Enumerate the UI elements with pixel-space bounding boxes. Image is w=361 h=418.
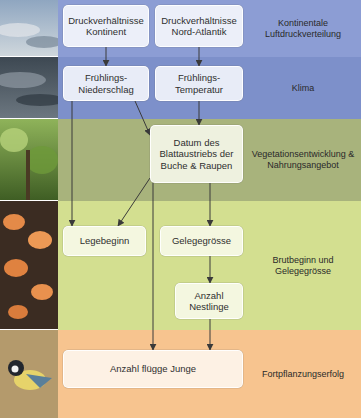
process-box: Datum des Blattaustriebs der Buche & Rau… xyxy=(150,125,243,183)
band-label-holder: Klima xyxy=(248,83,358,94)
bird-cheek xyxy=(12,366,19,373)
tree-trunk xyxy=(26,150,30,200)
process-box: Anzahl Nestlinge xyxy=(175,283,243,319)
box-text-group: Frühlings-Temperatur xyxy=(159,72,239,95)
forest-photo xyxy=(0,119,58,200)
nestling-beak xyxy=(4,259,28,277)
box-label: Frühlings-Temperatur xyxy=(159,72,239,95)
box-text-group: Frühlings-Niederschlag xyxy=(67,72,145,95)
box-text-group: Legebeginn xyxy=(67,235,142,246)
process-box: Frühlings-Temperatur xyxy=(155,66,243,101)
category-band: Kontinentale Luftdruckverteilung Druckver… xyxy=(58,0,361,57)
box-label: Druckverhältnisse Kontinent xyxy=(67,15,145,38)
process-box: Druckverhältnisse Kontinent xyxy=(63,5,149,47)
box-label: Anzahl flügge Junge xyxy=(67,363,239,374)
process-box: Frühlings-Niederschlag xyxy=(63,66,149,101)
box-label: Druckverhältnisse Nord-Atlantik xyxy=(159,15,239,38)
band-label: Brutbeginn und Gelegegrösse xyxy=(248,255,358,277)
nestling-beak xyxy=(31,284,53,300)
photo-column xyxy=(0,0,58,418)
bird-photo xyxy=(0,330,58,418)
cloud xyxy=(0,72,46,88)
box-text-group: Anzahl flügge Junge xyxy=(67,363,239,374)
flow-arrow xyxy=(210,319,211,350)
photo-separator xyxy=(0,329,58,330)
box-text-group: Druckverhältnisse Nord-Atlantik xyxy=(159,15,239,38)
flow-arrow xyxy=(199,101,200,125)
flow-arrow xyxy=(199,47,200,66)
box-label: Frühlings-Niederschlag xyxy=(67,72,145,95)
flow-arrow xyxy=(153,183,154,350)
box-label: Anzahl Nestlinge xyxy=(179,290,239,313)
foliage xyxy=(0,128,28,152)
box-label: Legebeginn xyxy=(67,235,142,246)
process-box: Anzahl flügge Junge xyxy=(63,350,243,388)
category-band: Klima Frühlings-Niederschlag Frühlings-Tem… xyxy=(58,57,361,119)
flow-arrow xyxy=(210,256,211,283)
cloud xyxy=(0,23,40,37)
box-label: Gelegegrösse xyxy=(164,235,239,246)
flow-arrow xyxy=(106,47,107,66)
process-box: Druckverhältnisse Nord-Atlantik xyxy=(155,5,243,47)
nest-photo xyxy=(0,201,58,329)
cloud xyxy=(16,94,58,106)
nestling-beak xyxy=(3,214,25,230)
band-label-holder: Kontinentale Luftdruckverteilung xyxy=(248,18,358,40)
band-label: Vegetationsentwicklung & Nahrungsangebot xyxy=(248,149,358,171)
box-text-group: Gelegegrösse xyxy=(164,235,239,246)
process-box: Gelegegrösse xyxy=(160,226,243,256)
box-text-group: Anzahl Nestlinge xyxy=(179,290,239,313)
flow-arrow xyxy=(72,101,73,226)
band-label: Kontinentale Luftdruckverteilung xyxy=(248,18,358,40)
cloud xyxy=(26,36,58,48)
process-box: Legebeginn xyxy=(63,226,146,256)
box-text-group: Druckverhältnisse Kontinent xyxy=(67,15,145,38)
band-label: Klima xyxy=(248,83,358,94)
nestling-beak xyxy=(28,231,52,249)
band-label: Fortpflanzungserfolg xyxy=(248,369,358,380)
foliage xyxy=(26,146,58,174)
photo-separator xyxy=(0,118,58,119)
band-label-holder: Vegetationsentwicklung & Nahrungsangebot xyxy=(248,149,358,171)
box-label: Datum des Blattaustriebs der Buche & Rau… xyxy=(154,137,239,171)
photo-separator xyxy=(0,200,58,201)
bird-head xyxy=(8,360,24,376)
bird-wing xyxy=(26,374,52,388)
nestling-beak xyxy=(8,305,28,319)
box-text-group: Datum des Blattaustriebs der Buche & Rau… xyxy=(154,137,239,171)
band-label-holder: Brutbeginn und Gelegegrösse xyxy=(248,255,358,277)
band-label-holder: Fortpflanzungserfolg xyxy=(248,369,358,380)
photo-separator xyxy=(0,56,58,57)
flow-arrow xyxy=(210,183,211,226)
